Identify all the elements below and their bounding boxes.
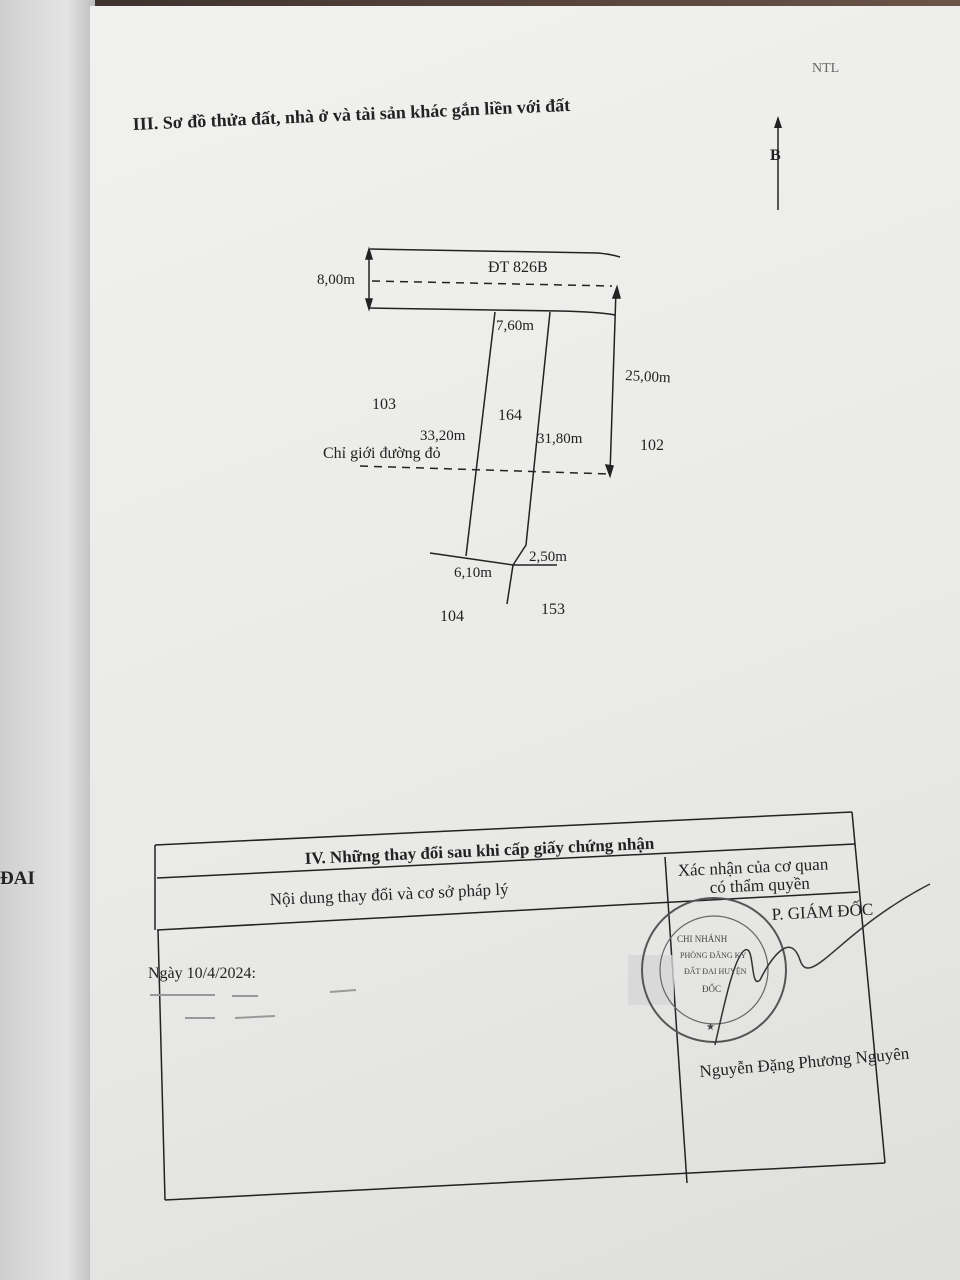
column-confirm-header-2: có thẩm quyền — [709, 874, 810, 897]
left-page-fragment: ĐAI — [0, 868, 35, 889]
north-arrow-icon — [774, 116, 782, 210]
changes-table — [154, 811, 886, 1201]
parcel-number: 164 — [498, 407, 522, 424]
road-top-line — [369, 248, 621, 258]
signer-name: Nguyễn Đặng Phương Nguyên — [699, 1044, 911, 1081]
right-length-label: 31,80m — [537, 431, 583, 447]
signature — [714, 883, 931, 1046]
signer-title: P. GIÁM ĐỐC — [771, 900, 873, 924]
road-width-label: 8,00m — [317, 272, 355, 288]
back-width-label: 6,10m — [454, 565, 492, 581]
neighbor-boundary — [506, 564, 514, 605]
stamp-line: ĐỐC — [702, 984, 721, 994]
red-line-label: Chỉ giới đường đỏ — [323, 445, 441, 462]
neighbor-104: 104 — [440, 608, 464, 625]
road-name: ĐT 826B — [488, 259, 548, 276]
back-segment-label: 2,50m — [529, 549, 567, 565]
stamp-line: PHÒNG ĐĂNG KÝ — [680, 950, 746, 960]
entry-date: Ngày 10/4/2024: — [148, 965, 256, 982]
stamp-line: CHI NHÁNH — [677, 934, 728, 944]
neighbor-102: 102 — [640, 437, 664, 454]
left-length-label: 33,20m — [420, 428, 466, 444]
setback-label: 25,00m — [625, 368, 672, 386]
document-page — [90, 6, 960, 1280]
redaction-blur — [628, 955, 674, 1005]
official-stamp: CHI NHÁNH PHÒNG ĐĂNG KÝ ĐẤT ĐAI HUYỆN ĐỐ… — [628, 897, 787, 1043]
initials: NTL — [812, 61, 839, 76]
neighbor-103: 103 — [372, 396, 396, 413]
road-bottom-line — [367, 307, 616, 316]
front-width-label: 7,60m — [496, 318, 534, 334]
column-content-header: Nội dung thay đổi và cơ sở pháp lý — [269, 880, 509, 909]
north-label: B — [770, 147, 781, 164]
parcel-left-edge — [465, 311, 496, 557]
neighbor-153: 153 — [541, 601, 565, 618]
parcel-right-edge — [512, 311, 551, 566]
left-page — [0, 0, 95, 1280]
stamp-line: ĐẤT ĐAI HUYỆN — [684, 966, 747, 976]
setback-dimension — [609, 289, 617, 475]
redacted-text — [150, 989, 357, 1019]
road-centerline — [371, 280, 613, 287]
plot-diagram — [359, 246, 621, 605]
star-icon: ★ — [706, 1022, 715, 1033]
section-title: III. Sơ đồ thửa đất, nhà ở và tài sản kh… — [132, 95, 570, 134]
red-line-boundary — [359, 465, 611, 475]
